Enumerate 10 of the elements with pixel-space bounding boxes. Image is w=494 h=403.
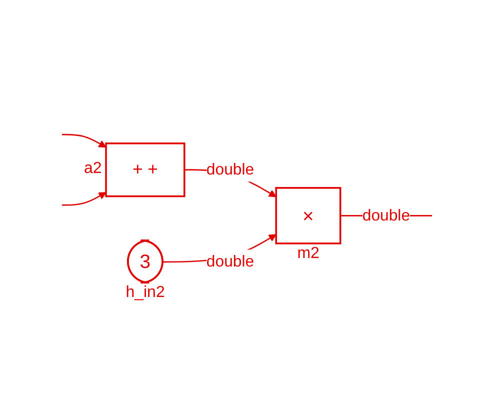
block-name: a2 — [84, 160, 102, 178]
edge-label: double — [362, 206, 410, 224]
block-name: h_in2 — [126, 284, 165, 302]
arrow — [62, 133, 106, 148]
block-name: m2 — [297, 244, 320, 263]
edge-label: double — [206, 160, 254, 178]
edge-label: double — [206, 252, 254, 270]
node-box: + + — [105, 142, 186, 197]
arrow — [62, 192, 106, 206]
node-box: × — [275, 186, 342, 244]
